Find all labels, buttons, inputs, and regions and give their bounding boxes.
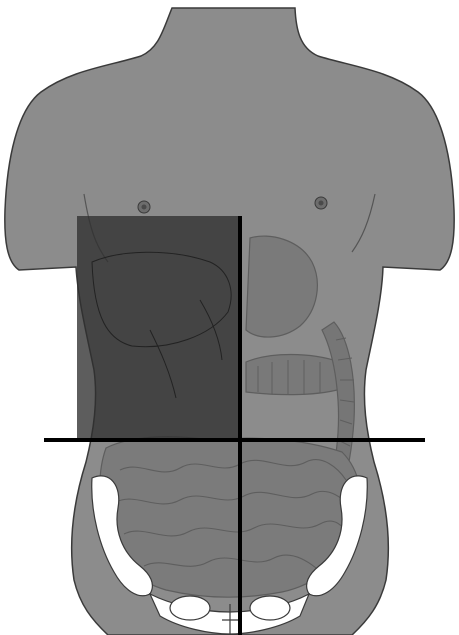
right-obturator — [170, 596, 210, 620]
right-nipple — [315, 197, 327, 209]
highlighted-quadrant — [77, 216, 240, 440]
left-nipple — [138, 201, 150, 213]
left-obturator — [250, 596, 290, 620]
